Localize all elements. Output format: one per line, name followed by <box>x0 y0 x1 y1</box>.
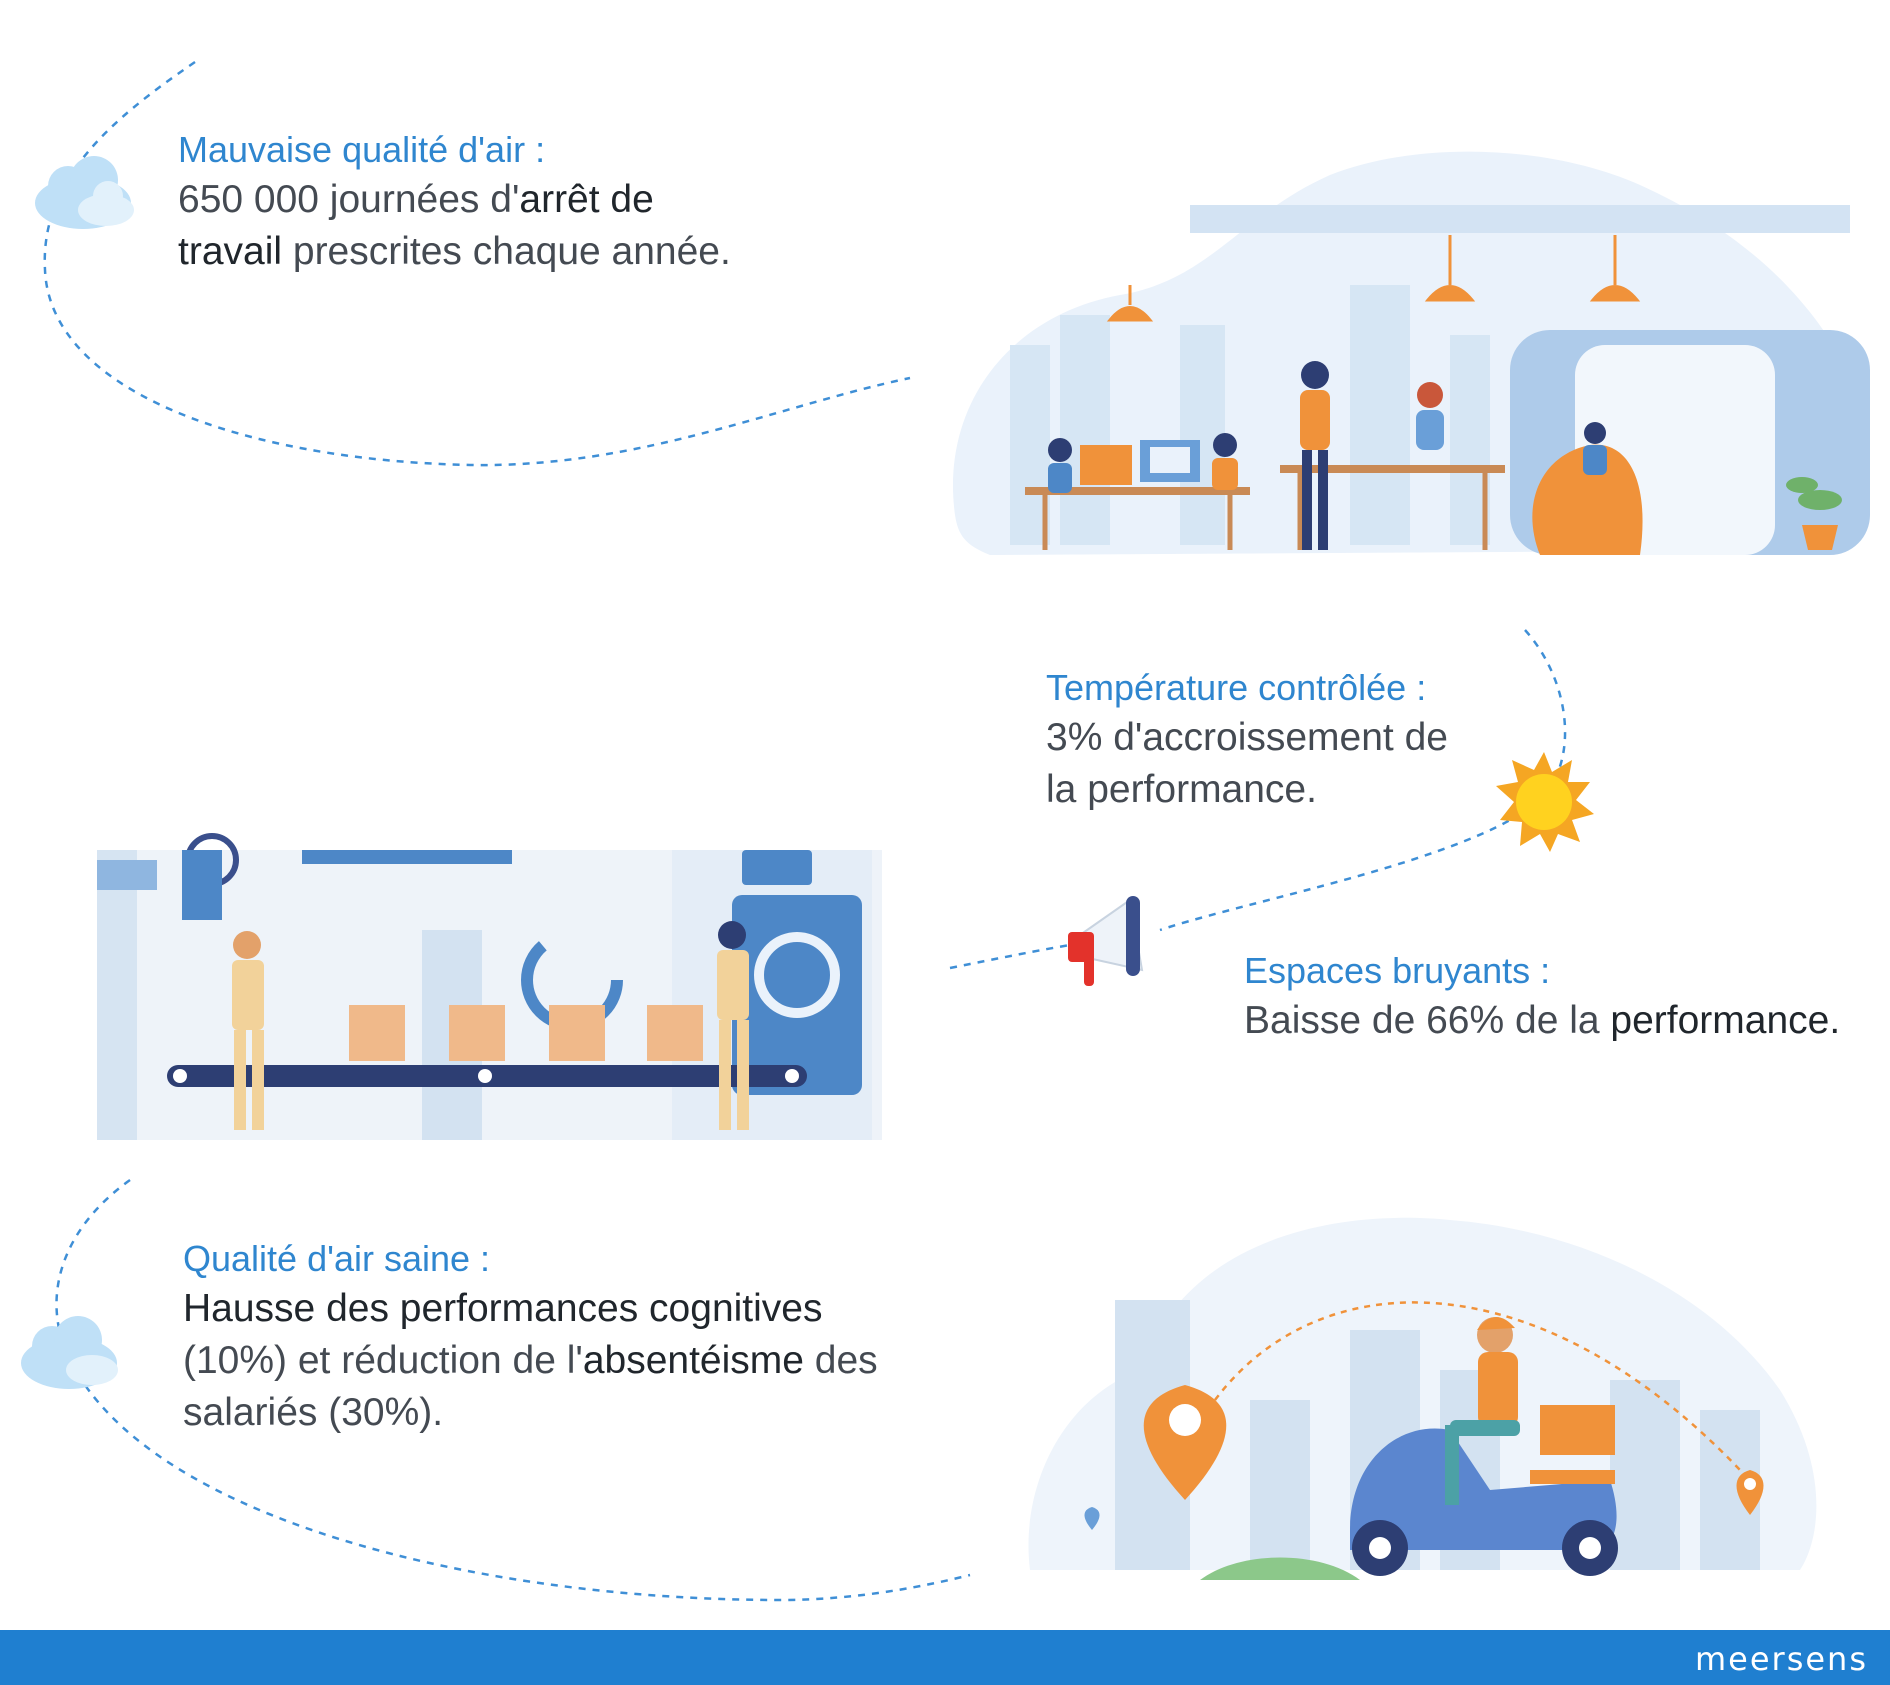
body-text: prescrites chaque année. <box>282 230 731 273</box>
factory-illustration <box>97 833 882 1140</box>
body-text-bold: performance. <box>1610 999 1841 1042</box>
sun-icon <box>1496 752 1594 852</box>
delivery-illustration <box>1028 1217 1817 1580</box>
section-heading: Qualité d'air saine : <box>183 1238 491 1279</box>
body-text: (10%) et réduction de l' <box>183 1339 583 1382</box>
cloud-icon <box>21 1316 118 1389</box>
body-text-bold: Hausse des performances cognitives <box>183 1287 823 1330</box>
body-text-bold: travail <box>178 230 283 273</box>
brand-logo: meersens <box>1694 1640 1868 1678</box>
cloud-icon <box>35 156 134 229</box>
section-heading: Température contrôlée : <box>1046 667 1427 708</box>
body-text: la performance. <box>1046 768 1317 811</box>
body-text-bold: absentéisme <box>582 1339 804 1382</box>
megaphone-icon <box>1068 896 1144 986</box>
body-text: des <box>803 1339 878 1382</box>
section-heading: Mauvaise qualité d'air : <box>178 129 546 170</box>
section-air-quality-good: Qualité d'air saine : Hausse des perform… <box>183 1235 943 1439</box>
section-noise: Espaces bruyants : Baisse de 66% de la p… <box>1244 947 1884 1047</box>
section-temperature: Température contrôlée : 3% d'accroisseme… <box>1046 664 1566 816</box>
body-text: 3% d'accroissement de <box>1046 716 1448 759</box>
body-text-bold: arrêt de <box>519 178 654 221</box>
body-text: Baisse de 66% de la <box>1244 999 1611 1042</box>
body-text: salariés (30%). <box>183 1391 444 1434</box>
footer-bar: meersens <box>0 1630 1890 1685</box>
section-heading: Espaces bruyants : <box>1244 950 1551 991</box>
body-text: 650 000 journées d' <box>178 178 520 221</box>
section-air-quality-bad: Mauvaise qualité d'air : 650 000 journée… <box>178 126 818 278</box>
office-illustration <box>952 151 1870 556</box>
